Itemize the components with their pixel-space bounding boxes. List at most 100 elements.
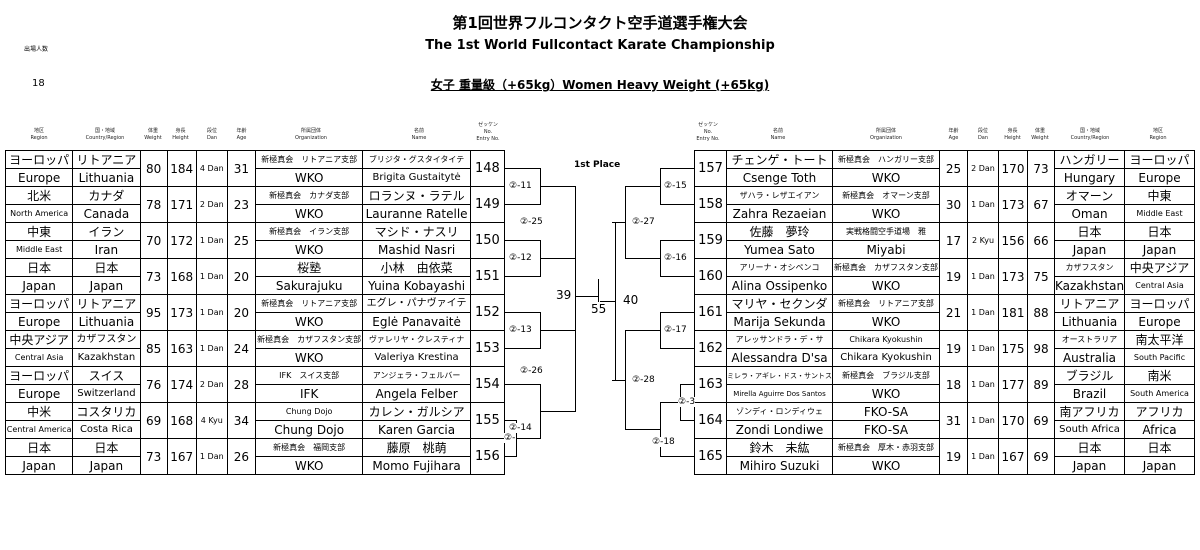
name-en: Zahra Rezaeian [726, 204, 833, 223]
entry-no: 150 [469, 222, 506, 259]
region-jp: 日本 [4, 438, 74, 457]
match-label: ②-26 [520, 365, 543, 376]
bracket-line [625, 258, 661, 259]
org-en: WKO [254, 240, 364, 259]
entry-no: 162 [694, 330, 727, 367]
weight: 66 [1027, 222, 1055, 259]
bracket-line [625, 186, 661, 187]
name-en: Mashid Nasri [362, 240, 471, 259]
dan: 1 Dan [195, 258, 228, 295]
entry-no: 163 [694, 366, 727, 403]
age: 20 [226, 258, 256, 295]
bracket-line [516, 438, 541, 439]
org-jp: Chikara Kyokushin [832, 330, 940, 349]
entry-no: 159 [694, 222, 727, 259]
region-jp: 北米 [4, 186, 74, 205]
age: 26 [226, 438, 256, 475]
name-en: Momo Fujihara [362, 456, 471, 475]
weight: 89 [1027, 366, 1055, 403]
region-jp: 中東 [1124, 186, 1195, 205]
org-en: WKO [832, 276, 940, 295]
match-label: ②- [504, 433, 516, 443]
org-jp: 新極真会 カザフスタン支部 [832, 258, 940, 277]
entry-no: 148 [469, 150, 506, 187]
dan: 4 Dan [195, 150, 228, 187]
match-label: ②-13 [509, 325, 532, 335]
country-en: Japan [72, 456, 141, 475]
region-jp: 日本 [1124, 438, 1195, 457]
height: 170 [998, 402, 1028, 439]
age: 34 [226, 402, 256, 439]
bracket-line [598, 279, 599, 302]
bracket-line [505, 456, 517, 457]
region-en: Central Asia [4, 348, 74, 367]
name-en: Yumea Sato [726, 240, 833, 259]
match-label: ②-15 [664, 181, 687, 191]
name-en: Marija Sekunda [726, 312, 833, 331]
country-jp: 日本 [1054, 222, 1125, 241]
country-jp: カザフスタン [1054, 258, 1125, 277]
country-jp: オマーン [1054, 186, 1125, 205]
org-en: WKO [832, 168, 940, 187]
country-en: Iran [72, 240, 141, 259]
match-label: ②-11 [509, 181, 532, 191]
bracket-line [612, 222, 626, 223]
country-jp: リトアニア [72, 150, 141, 169]
age: 25 [939, 150, 968, 187]
region-jp: ヨーロッパ [1124, 294, 1195, 313]
country-en: Brazil [1054, 384, 1125, 403]
bracket-line [505, 240, 541, 241]
name-jp: ザハラ・レザエイアン [726, 186, 833, 205]
name-jp: ゾンディ・ロンディウェ [726, 402, 833, 421]
name-en: Angela Felber [362, 384, 471, 403]
bracket-line [660, 276, 695, 277]
age: 17 [939, 222, 968, 259]
bracket-line [660, 402, 681, 403]
country-en: Lithuania [72, 168, 141, 187]
region-jp: 中央アジア [1124, 258, 1195, 277]
dan: 2 Dan [195, 366, 228, 403]
weight: 78 [139, 186, 168, 223]
country-jp: カザフスタン [72, 330, 141, 349]
name-jp: マシド・ナスリ [362, 222, 471, 241]
age: 25 [226, 222, 256, 259]
weight: 95 [139, 294, 168, 331]
country-en: Lithuania [1054, 312, 1125, 331]
dan: 2 Dan [195, 186, 228, 223]
region-jp: 南米 [1124, 366, 1195, 385]
org-jp: 新極真会 ブラジル支部 [832, 366, 940, 385]
name-en: Zondi Londiwe [726, 420, 833, 439]
country-jp: コスタリカ [72, 402, 141, 421]
bracket-line [600, 300, 616, 302]
org-en: Miyabi [832, 240, 940, 259]
height: 174 [166, 366, 197, 403]
name-en: Alina Ossipenko [726, 276, 833, 295]
height: 184 [166, 150, 197, 187]
country-en: Oman [1054, 204, 1125, 223]
bracket-line [505, 420, 517, 421]
country-en: Japan [72, 276, 141, 295]
org-en: Sakurajuku [254, 276, 364, 295]
region-en: Middle East [4, 240, 74, 259]
dan: 1 Dan [967, 294, 999, 331]
height: 177 [998, 366, 1028, 403]
org-en: WKO [832, 384, 940, 403]
